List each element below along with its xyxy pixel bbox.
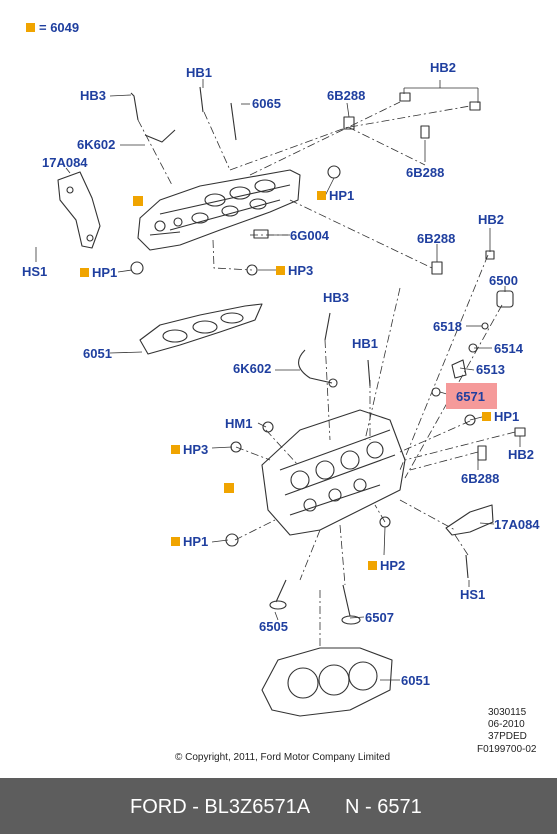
footer-part-number: FORD - BL3Z6571A <box>130 796 311 818</box>
lower-cylinder-head <box>261 409 406 536</box>
label-hp3-a: HP3 <box>276 264 313 278</box>
gasket-6051-bottom <box>261 647 393 717</box>
label-6500: 6500 <box>489 273 518 288</box>
label-hb2-low: HB2 <box>508 447 535 462</box>
part-number-footer: FORD - BL3Z6571A N - 6571 <box>0 778 557 834</box>
swatch-6049 <box>482 412 491 421</box>
label-6571: 6571 <box>456 389 485 404</box>
label-hp1-c-text: HP1 <box>494 409 520 424</box>
swatch-6049 <box>171 445 180 454</box>
meta-date: 06-2010 <box>488 719 525 730</box>
meta-code1: 3030115 <box>488 707 527 718</box>
swatch-6049-lower-head <box>224 483 234 493</box>
legend-text: = 6049 <box>39 20 80 35</box>
label-hb1-mid: HB1 <box>352 336 379 351</box>
label-6k602-mid: 6K602 <box>233 361 272 376</box>
label-6513: 6513 <box>476 362 505 377</box>
label-6g004: 6G004 <box>290 228 330 243</box>
label-hp1-d: HP1 <box>171 535 208 549</box>
bracket-17a084-left <box>57 171 101 249</box>
label-hp1-a-text: HP1 <box>329 188 355 203</box>
label-hp1-b-text: HP1 <box>92 265 118 280</box>
part-6571-highlight <box>446 383 497 409</box>
label-hp1-c: HP1 <box>482 410 519 424</box>
legend: = 6049 <box>26 20 79 35</box>
swatch-6049 <box>171 537 180 546</box>
exploded-view-drawing <box>35 79 526 717</box>
label-hb3-mid: HB3 <box>323 290 350 305</box>
label-hm1: HM1 <box>225 416 253 431</box>
meta-figure: F0199700-02 <box>477 744 537 755</box>
diagram-stage: = 6049 HB3 HB1 6065 6B288 HB2 6K602 17A0… <box>22 20 540 763</box>
label-hp1-b: HP1 <box>80 266 117 280</box>
label-6505: 6505 <box>259 619 288 634</box>
label-6b288-c: 6B288 <box>417 231 456 246</box>
label-6b288-d: 6B288 <box>461 471 500 486</box>
legend-swatch <box>26 23 35 32</box>
label-6k602-top: 6K602 <box>77 137 116 152</box>
swatch-6049 <box>276 266 285 275</box>
label-6514: 6514 <box>494 341 523 356</box>
label-hs1-right: HS1 <box>460 587 486 602</box>
copyright: © Copyright, 2011, Ford Motor Company Li… <box>175 752 391 763</box>
label-hb3-top: HB3 <box>80 88 107 103</box>
label-hp2: HP2 <box>368 559 405 573</box>
footer-reference: N - 6571 <box>345 796 422 818</box>
label-6518: 6518 <box>433 319 462 334</box>
swatch-6049 <box>80 268 89 277</box>
swatch-6049 <box>317 191 326 200</box>
gasket-6051-top <box>139 303 263 355</box>
upper-cylinder-head <box>137 169 301 251</box>
bracket-17a084-right <box>445 504 494 536</box>
swatch-6049-upper-head <box>133 196 143 206</box>
label-6b288-a: 6B288 <box>327 88 366 103</box>
label-17a084-left: 17A084 <box>42 155 88 170</box>
label-hb1-top: HB1 <box>186 65 213 80</box>
label-hs1-left: HS1 <box>22 264 48 279</box>
label-hp1-d-text: HP1 <box>183 534 209 549</box>
label-hp2-text: HP2 <box>380 558 406 573</box>
label-6b288-b: 6B288 <box>406 165 445 180</box>
label-17a084-right: 17A084 <box>494 517 540 532</box>
label-6051-bottom: 6051 <box>401 673 430 688</box>
label-6051-top: 6051 <box>83 346 112 361</box>
label-6507: 6507 <box>365 610 394 625</box>
label-hp3-b-text: HP3 <box>183 442 209 457</box>
meta-code2: 37PDED <box>488 731 527 742</box>
label-hp3-a-text: HP3 <box>288 263 314 278</box>
swatch-6049 <box>368 561 377 570</box>
label-6065: 6065 <box>252 96 281 111</box>
label-hp3-b: HP3 <box>171 443 208 457</box>
label-hb2-top: HB2 <box>430 60 457 75</box>
label-hp1-a: HP1 <box>317 189 354 203</box>
label-hb2-right: HB2 <box>478 212 505 227</box>
